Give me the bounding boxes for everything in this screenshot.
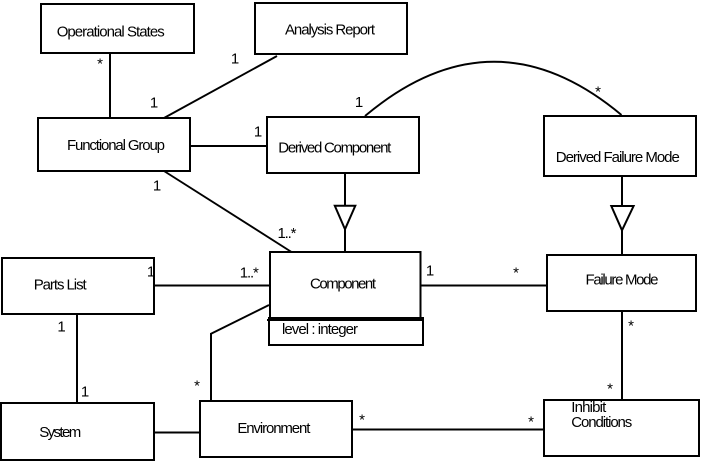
svg-text:Component: Component	[310, 275, 377, 292]
svg-text:Inhibit: Inhibit	[571, 399, 607, 416]
svg-text:Parts List: Parts List	[34, 276, 88, 293]
svg-text:1: 1	[57, 318, 65, 335]
svg-text:*: *	[595, 84, 601, 101]
svg-text:1..*: 1..*	[278, 225, 297, 242]
svg-text:1: 1	[150, 94, 158, 111]
svg-text:*: *	[628, 318, 634, 335]
svg-text:Derived Component: Derived Component	[278, 139, 392, 156]
svg-text:*: *	[194, 378, 200, 395]
svg-text:1: 1	[147, 263, 155, 280]
svg-text:1: 1	[81, 383, 89, 400]
svg-text:System: System	[39, 424, 81, 441]
svg-text:level : integer: level : integer	[282, 321, 358, 338]
svg-text:*: *	[513, 265, 519, 282]
svg-text:*: *	[359, 412, 365, 429]
svg-text:Failure Mode: Failure Mode	[586, 271, 659, 288]
svg-text:1: 1	[254, 123, 262, 140]
svg-text:Environment: Environment	[237, 420, 311, 437]
svg-text:Functional Group: Functional Group	[67, 137, 165, 154]
svg-text:1: 1	[153, 177, 161, 194]
svg-text:Analysis Report: Analysis Report	[285, 21, 376, 38]
svg-text:*: *	[528, 414, 534, 431]
svg-text:Derived Failure Mode: Derived Failure Mode	[556, 149, 680, 166]
svg-text:1: 1	[231, 50, 239, 67]
svg-text:*: *	[607, 381, 613, 398]
svg-text:Operational States: Operational States	[57, 23, 165, 40]
svg-text:*: *	[97, 56, 103, 73]
svg-text:Conditions: Conditions	[571, 414, 632, 431]
svg-text:1..*: 1..*	[240, 264, 259, 281]
svg-text:1: 1	[355, 94, 363, 111]
svg-text:1: 1	[426, 262, 434, 279]
